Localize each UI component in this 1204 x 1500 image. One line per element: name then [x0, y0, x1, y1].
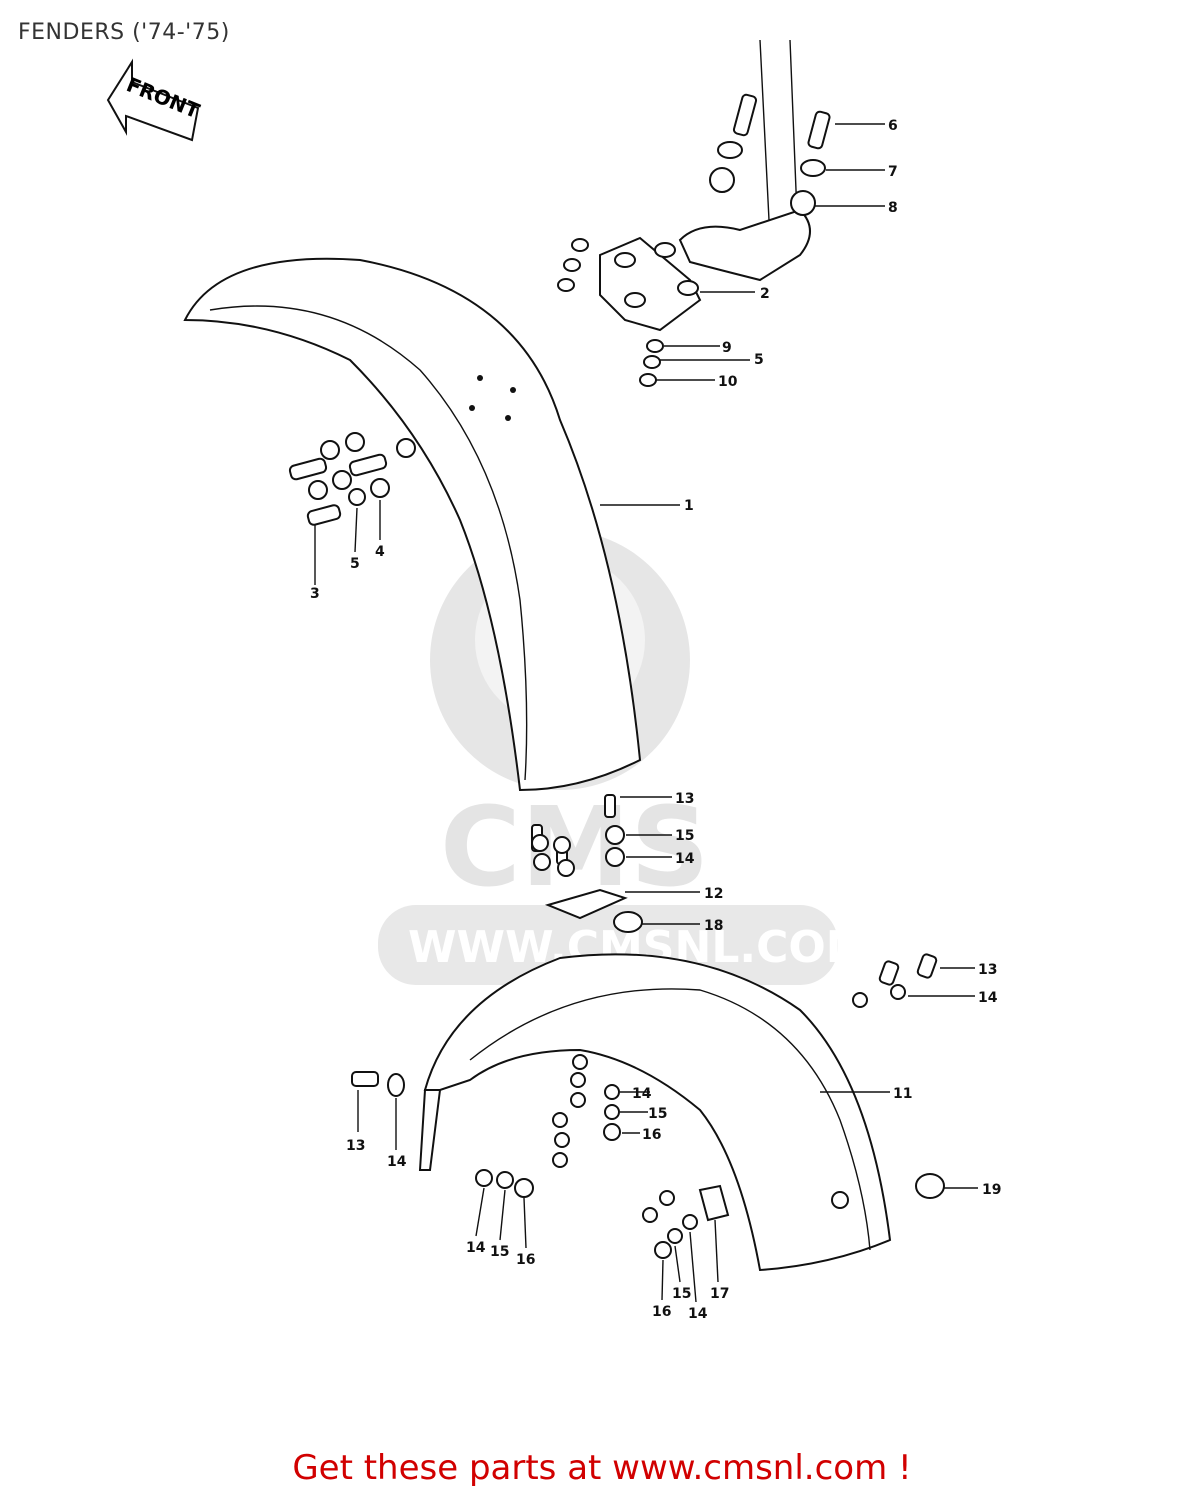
rear-fender [418, 953, 892, 1272]
callout-8: 8 [888, 200, 898, 216]
callout-10: 10 [718, 374, 738, 390]
callout-18: 18 [704, 918, 723, 934]
callout-14-c: 14 [387, 1154, 407, 1170]
callout-4: 4 [375, 544, 385, 560]
callout-14-f: 14 [688, 1306, 708, 1322]
callout-1: 1 [684, 498, 694, 514]
callout-14-e: 14 [466, 1240, 486, 1256]
callout-15-c: 15 [490, 1244, 509, 1260]
callout-19: 19 [982, 1182, 1001, 1198]
callout-14-d: 14 [632, 1086, 652, 1102]
callout-numbers: 1 2 3 4 5 5 6 7 8 9 10 11 12 13 13 13 14… [310, 118, 1001, 1322]
hardware-parts [288, 93, 945, 1259]
callout-16-c: 16 [652, 1304, 671, 1320]
callout-5-bracket: 5 [754, 352, 764, 368]
callout-3: 3 [310, 586, 320, 602]
callout-17: 17 [710, 1286, 729, 1302]
callout-5-front: 5 [350, 556, 360, 572]
callout-9: 9 [722, 340, 732, 356]
watermark-logo-text: CMS [440, 783, 709, 911]
callout-11: 11 [893, 1086, 912, 1102]
callout-14-a: 14 [675, 851, 695, 867]
callout-16-a: 16 [642, 1127, 661, 1143]
callout-13-b: 13 [978, 962, 997, 978]
callout-13-a: 13 [675, 791, 694, 807]
callout-14-b: 14 [978, 990, 998, 1006]
leader-lines [314, 123, 978, 1303]
fork-bracket-assembly [599, 39, 811, 332]
front-direction-arrow: FRONT [106, 58, 203, 142]
callout-15-a: 15 [675, 828, 694, 844]
front-fender [183, 257, 642, 792]
callout-7: 7 [888, 164, 898, 180]
callout-15-d: 15 [672, 1286, 691, 1302]
callout-12: 12 [704, 886, 723, 902]
callout-2: 2 [760, 286, 770, 302]
callout-6: 6 [888, 118, 898, 134]
callout-15-b: 15 [648, 1106, 667, 1122]
page-title: FENDERS ('74-'75) [18, 20, 230, 45]
callout-13-c: 13 [346, 1138, 365, 1154]
footer-promo-text[interactable]: Get these parts at www.cmsnl.com ! [292, 1448, 912, 1488]
callout-16-b: 16 [516, 1252, 535, 1268]
